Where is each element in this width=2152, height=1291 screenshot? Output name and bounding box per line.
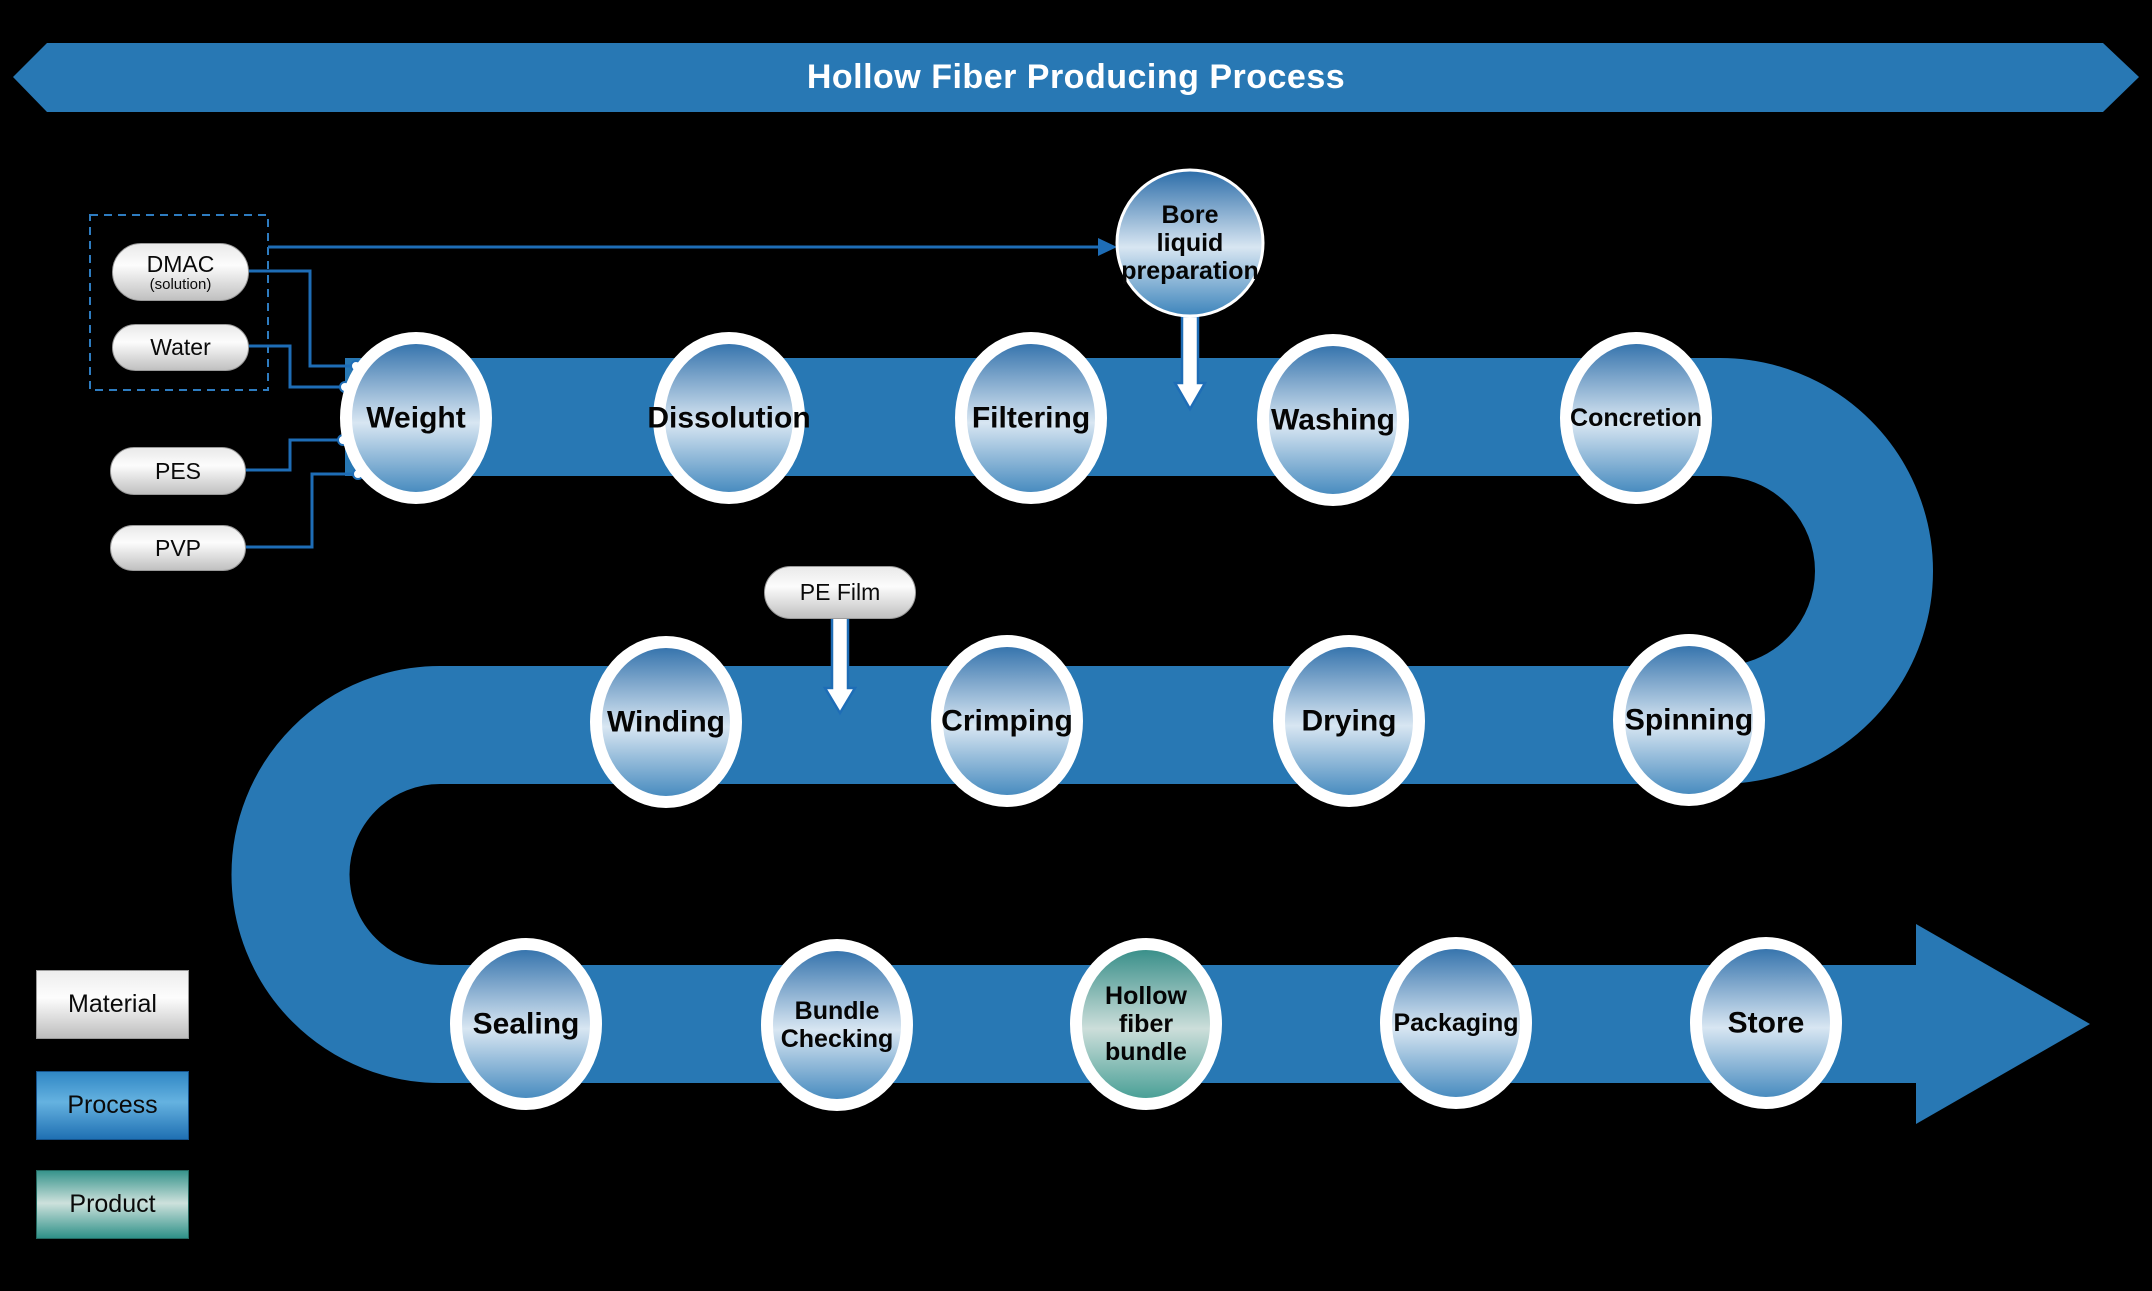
material-label-dmac: DMAC: [146, 251, 215, 278]
material-label-water: Water: [150, 334, 211, 361]
node-circle-bundle-checking: [761, 939, 913, 1111]
title-banner-shape: [13, 43, 2139, 112]
bore-feed-arrowhead-icon: [1098, 238, 1117, 256]
pvp-connector-line: [244, 472, 353, 549]
material-pill-pes: PES: [110, 447, 246, 495]
process-nodes-layer: [340, 168, 1842, 1111]
node-circle-weight: [340, 332, 492, 504]
material-pill-water: Water: [112, 324, 249, 371]
node-circle-bore-liquid-preparation: [1115, 168, 1265, 318]
material-label-pes: PES: [154, 457, 202, 484]
node-circle-hollow-fiber-bundle: [1070, 938, 1222, 1110]
node-circle-drying: [1273, 635, 1425, 807]
material-label-pe-film: PE Film: [799, 579, 881, 606]
material-sublabel-dmac: (solution): [149, 275, 212, 293]
legend-label-process: Process: [67, 1091, 158, 1119]
legend-label-material: Material: [68, 990, 157, 1018]
legend-item-process: Process: [36, 1071, 189, 1140]
node-circle-crimping: [931, 635, 1083, 807]
legend-item-product: Product: [36, 1170, 189, 1239]
dmac-connector-line: [247, 269, 351, 368]
node-circle-washing: [1257, 334, 1409, 506]
material-pill-dmac: DMAC (solution): [112, 243, 249, 301]
flow-end-arrowhead-icon: [1916, 924, 2090, 1124]
water-connector-line: [247, 344, 340, 389]
node-circle-concretion: [1560, 332, 1712, 504]
material-pill-pe-film: PE Film: [764, 566, 916, 619]
node-circle-sealing: [450, 938, 602, 1110]
node-circle-winding: [590, 636, 742, 808]
node-circle-packaging: [1380, 937, 1532, 1109]
legend-label-product: Product: [69, 1190, 156, 1218]
legend-item-material: Material: [36, 970, 189, 1039]
material-label-pvp: PVP: [154, 534, 202, 561]
pe-film-down-arrow-icon: [822, 615, 858, 716]
solution-group-dashed-box: [89, 214, 269, 391]
pes-connector-line: [244, 438, 338, 472]
node-circle-filtering: [955, 332, 1107, 504]
node-circle-spinning: [1613, 634, 1765, 806]
node-circle-dissolution: [653, 332, 805, 504]
material-pill-pvp: PVP: [110, 525, 246, 571]
node-circle-store: [1690, 937, 1842, 1109]
bore-down-arrow-icon: [1172, 314, 1208, 412]
page-title: Hollow Fiber Producing Process: [806, 58, 1346, 96]
